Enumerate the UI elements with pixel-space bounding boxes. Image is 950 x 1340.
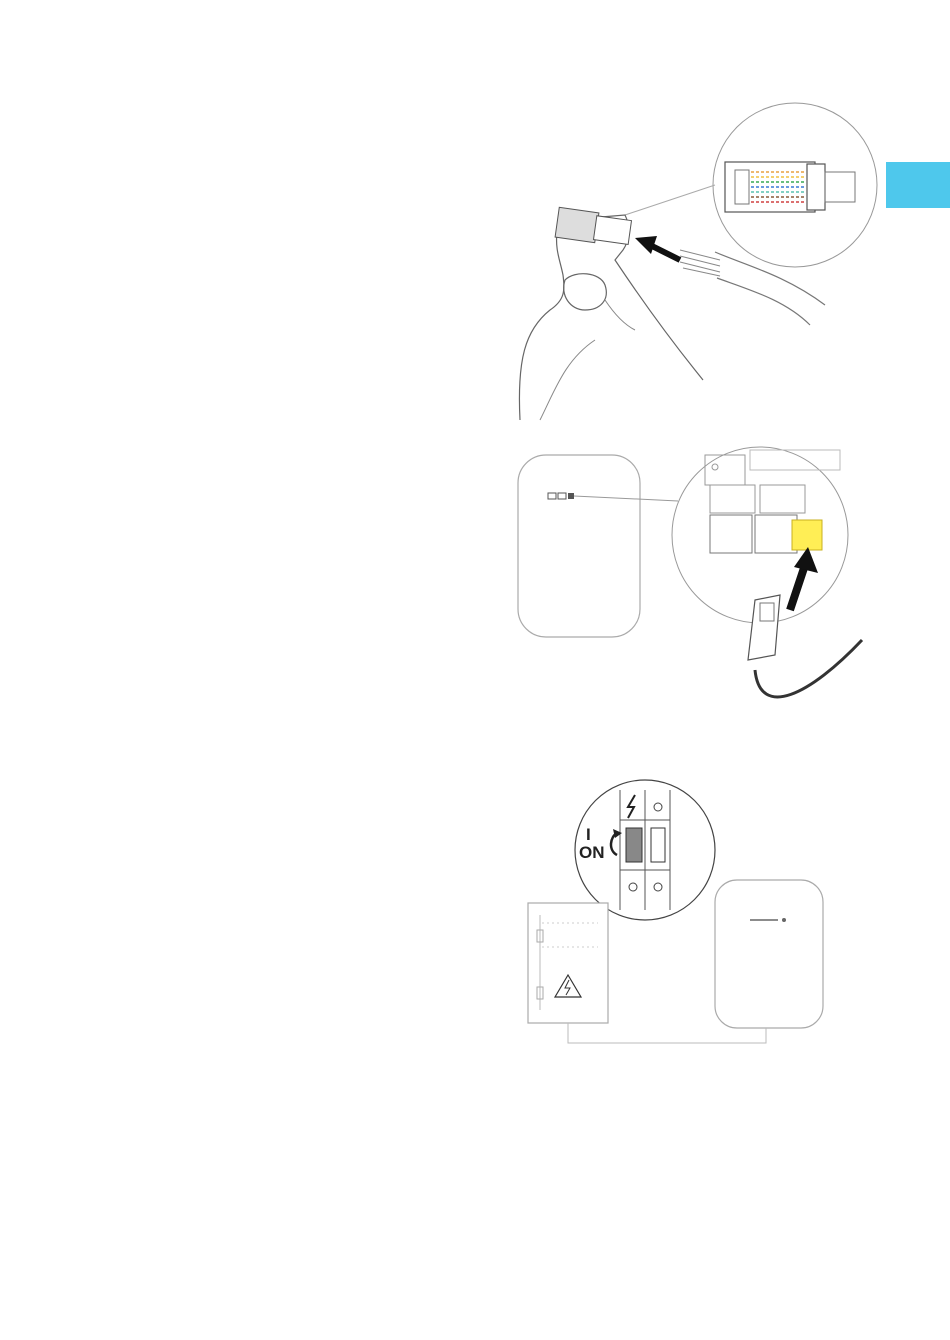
- breaker-on-illustration: I ON: [520, 775, 830, 1050]
- rj45-crimp-illustration: [505, 100, 885, 425]
- switch-on-label: ON: [579, 843, 605, 862]
- section-tab-marker: [886, 162, 950, 208]
- cable-connect-illustration: [510, 435, 870, 720]
- device-icon: [715, 880, 823, 1028]
- switch-mark-label: I: [586, 825, 591, 844]
- device-icon: [518, 455, 640, 637]
